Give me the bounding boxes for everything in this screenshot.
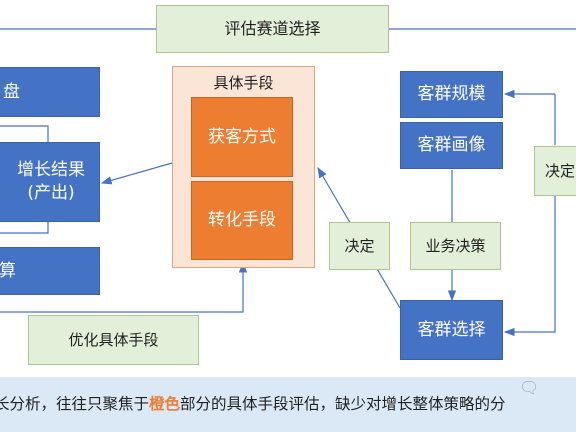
- title-box: 评估赛道选择: [156, 5, 389, 53]
- growth-result-box: 增长结果 (产出): [0, 142, 100, 222]
- customer-profile-box: 客群画像: [400, 122, 503, 169]
- decide-right-box: 决定: [534, 146, 576, 196]
- left-top-box: 盘: [0, 67, 100, 117]
- wechat-watermark-icon: 🗨: [519, 378, 540, 397]
- caption-highlight: 橙色: [149, 395, 181, 413]
- optimize-box: 优化具体手段: [28, 315, 199, 365]
- arrow-to-result: [100, 162, 173, 185]
- customer-select-box: 客群选择: [400, 300, 503, 360]
- conversion-box: 转化手段: [191, 181, 293, 260]
- caption-text: 长分析，往往只聚焦于橙色部分的具体手段评估，缺少对增长整体策略的分: [0, 392, 506, 414]
- business-decision-box: 业务决策: [410, 222, 501, 270]
- right-loop-lower: [503, 195, 556, 337]
- left-loop-upper: [0, 125, 49, 146]
- caption-before: 长分析，往往只聚焦于: [0, 395, 150, 413]
- caption-bar: 长分析，往往只聚焦于橙色部分的具体手段评估，缺少对增长整体策略的分: [0, 377, 576, 432]
- arrow-optimize-loop: [0, 261, 248, 313]
- left-bottom-box: 算: [0, 247, 100, 295]
- acquisition-box: 获客方式: [191, 97, 293, 177]
- customer-scale-box: 客群规模: [400, 71, 503, 118]
- left-loop-lower: [0, 221, 49, 234]
- decide-left-box: 决定: [329, 222, 390, 270]
- caption-after: 部分的具体手段评估，缺少对增长整体策略的分: [180, 395, 506, 413]
- means-group-label: 具体手段: [213, 74, 274, 92]
